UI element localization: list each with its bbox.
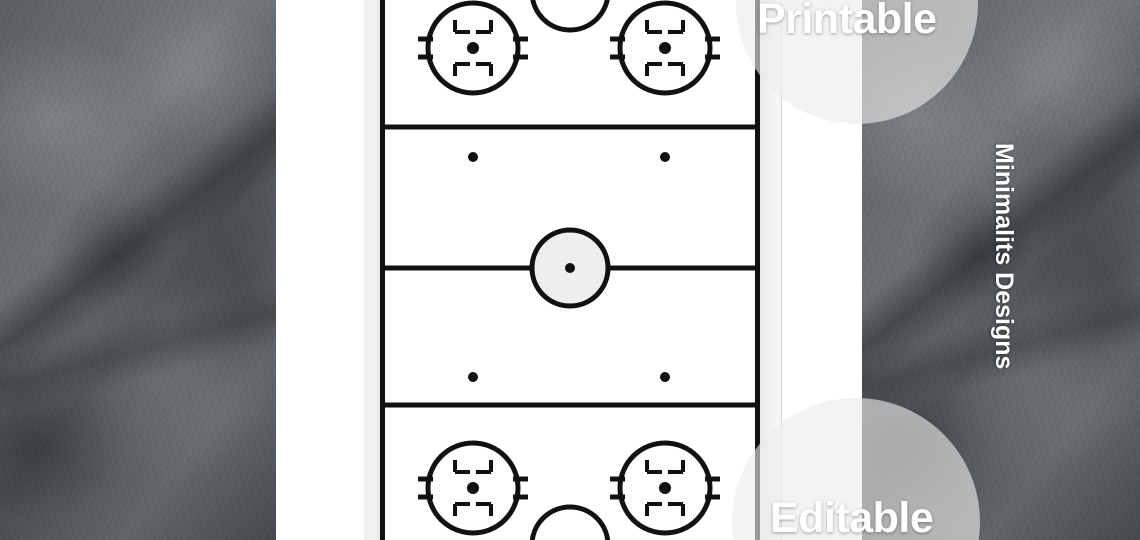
goal-crease-top <box>529 0 611 33</box>
background-texture-left <box>0 0 276 540</box>
page-band-left <box>364 0 382 540</box>
neutral-dot-bottom-right <box>660 372 670 382</box>
page-band-divider <box>781 0 782 540</box>
faceoff-circle-bottom-right <box>610 440 720 536</box>
rink-svg <box>380 0 760 540</box>
center-ice-dot <box>565 263 575 273</box>
badge-label-printable: Printable <box>757 0 937 43</box>
page-band-right <box>760 0 782 540</box>
faceoff-circle-bottom-left <box>418 440 528 536</box>
badge-label-editable: Editable <box>770 494 934 540</box>
neutral-dot-bottom-left <box>468 372 478 382</box>
neutral-dot-top-right <box>660 152 670 162</box>
faceoff-circle-top-right <box>610 0 720 96</box>
neutral-dot-top-left <box>468 152 478 162</box>
brand-watermark: Minimalits Designs <box>990 143 1018 370</box>
rink-markings <box>382 0 758 540</box>
faceoff-circle-top-left <box>418 0 528 96</box>
goal-crease-bottom <box>529 504 611 540</box>
hockey-rink-diagram <box>380 0 760 540</box>
paper-mat-left <box>276 0 366 540</box>
